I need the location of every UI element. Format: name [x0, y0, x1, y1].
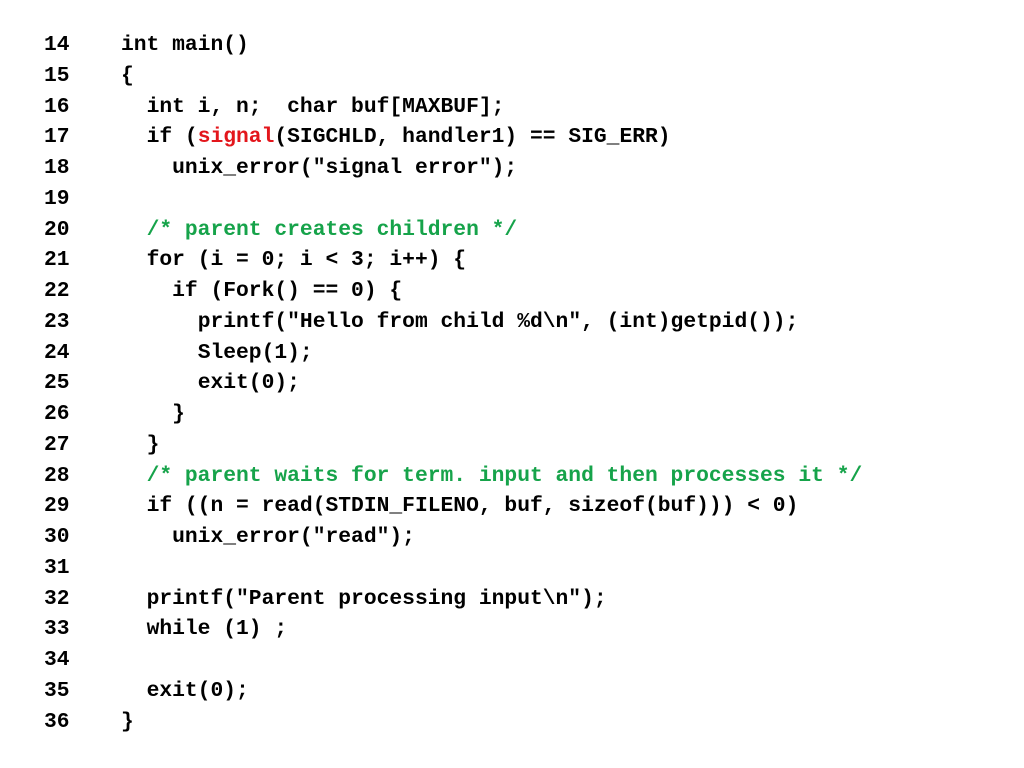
line-number: 23 [44, 309, 70, 334]
code-text: int main() [121, 33, 249, 57]
code-line: 17 if (signal(SIGCHLD, handler1) == SIG_… [44, 122, 862, 153]
code-text: } [146, 432, 160, 457]
code-line: 19 [44, 184, 862, 215]
line-number: 25 [44, 371, 70, 396]
code-text: while (1) ; [146, 617, 288, 642]
code-indent [121, 218, 147, 242]
code-indent [121, 587, 147, 611]
code-indent [121, 494, 147, 518]
code-line: 27 } [44, 430, 862, 461]
code-indent [121, 402, 172, 426]
line-number: 15 [44, 63, 70, 88]
line-number: 26 [44, 402, 70, 426]
code-text: exit(0); [197, 371, 300, 396]
code-text: unix_error("read"); [172, 525, 415, 549]
code-indent [121, 310, 198, 334]
code-text: printf("Hello from child %d\n", (int)get… [197, 309, 799, 334]
code-line: 30 unix_error("read"); [44, 522, 862, 553]
code-text: if ( [146, 125, 198, 150]
code-indent [121, 248, 147, 272]
code-line: 32 printf("Parent processing input\n"); [44, 584, 862, 615]
line-number: 30 [44, 525, 70, 549]
code-line: 23 printf("Hello from child %d\n", (int)… [44, 307, 862, 338]
line-number: 24 [44, 340, 70, 365]
code-text: int i, n; char buf[MAXBUF]; [146, 94, 505, 119]
code-text: if ((n = read(STDIN_FILENO, buf, sizeof(… [146, 494, 799, 519]
code-line: 36} [44, 707, 862, 738]
code-line: 24 Sleep(1); [44, 338, 862, 369]
code-line: 28 /* parent waits for term. input and t… [44, 461, 862, 492]
code-line: 26 } [44, 399, 862, 430]
code-indent [121, 464, 147, 488]
code-text: unix_error("signal error"); [172, 156, 518, 180]
code-line: 14 int main() [44, 30, 862, 61]
line-number: 31 [44, 555, 70, 580]
line-number: 20 [44, 217, 70, 242]
code-indent [121, 279, 172, 303]
line-number: 16 [44, 94, 70, 119]
code-indent [121, 525, 172, 549]
code-indent [121, 341, 198, 365]
code-line: 20 /* parent creates children */ [44, 215, 862, 246]
code-text: (SIGCHLD, handler1) == SIG_ERR) [274, 125, 671, 150]
code-line: 31 [44, 553, 862, 584]
code-listing: 14 int main() 15 {16 int i, n; char buf[MAX… [44, 30, 862, 737]
code-line: 29 if ((n = read(STDIN_FILENO, buf, size… [44, 491, 862, 522]
code-line: 21 for (i = 0; i < 3; i++) { [44, 245, 862, 276]
line-number: 35 [44, 678, 70, 703]
code-text: if (Fork() == 0) { [172, 279, 403, 303]
code-line: 16 int i, n; char buf[MAXBUF]; [44, 92, 862, 123]
code-line: 18 unix_error("signal error"); [44, 153, 862, 184]
line-number: 29 [44, 494, 70, 519]
line-number: 27 [44, 432, 70, 457]
code-indent [121, 371, 198, 395]
line-number: 19 [44, 186, 70, 211]
keyword-token: signal [197, 125, 275, 150]
code-text: exit(0); [146, 678, 249, 703]
code-line: 25 exit(0); [44, 368, 862, 399]
code-line: 15 { [44, 61, 862, 92]
line-number: 18 [44, 156, 70, 180]
code-text: Sleep(1); [197, 340, 313, 365]
code-indent [121, 95, 147, 119]
line-number: 28 [44, 463, 70, 488]
line-number: 17 [44, 125, 70, 150]
code-indent [121, 679, 147, 703]
code-indent [121, 617, 147, 641]
code-text: for (i = 0; i < 3; i++) { [146, 248, 467, 273]
code-line: 34 [44, 645, 862, 676]
line-number: 22 [44, 279, 70, 303]
code-indent [121, 125, 147, 149]
code-text: { [121, 63, 134, 88]
line-number: 14 [44, 33, 70, 57]
code-line: 22 if (Fork() == 0) { [44, 276, 862, 307]
code-line: 35 exit(0); [44, 676, 862, 707]
code-comment: /* parent waits for term. input and then… [146, 463, 863, 488]
code-text: } [172, 402, 185, 426]
code-line: 33 while (1) ; [44, 614, 862, 645]
line-number: 32 [44, 586, 70, 611]
code-indent [121, 156, 172, 180]
code-comment: /* parent creates children */ [146, 217, 518, 242]
line-number: 21 [44, 248, 70, 273]
code-text: printf("Parent processing input\n"); [146, 586, 607, 611]
code-text: } [121, 709, 134, 734]
line-number: 33 [44, 617, 70, 642]
line-number: 34 [44, 648, 70, 672]
code-indent [121, 433, 147, 457]
line-number: 36 [44, 709, 70, 734]
